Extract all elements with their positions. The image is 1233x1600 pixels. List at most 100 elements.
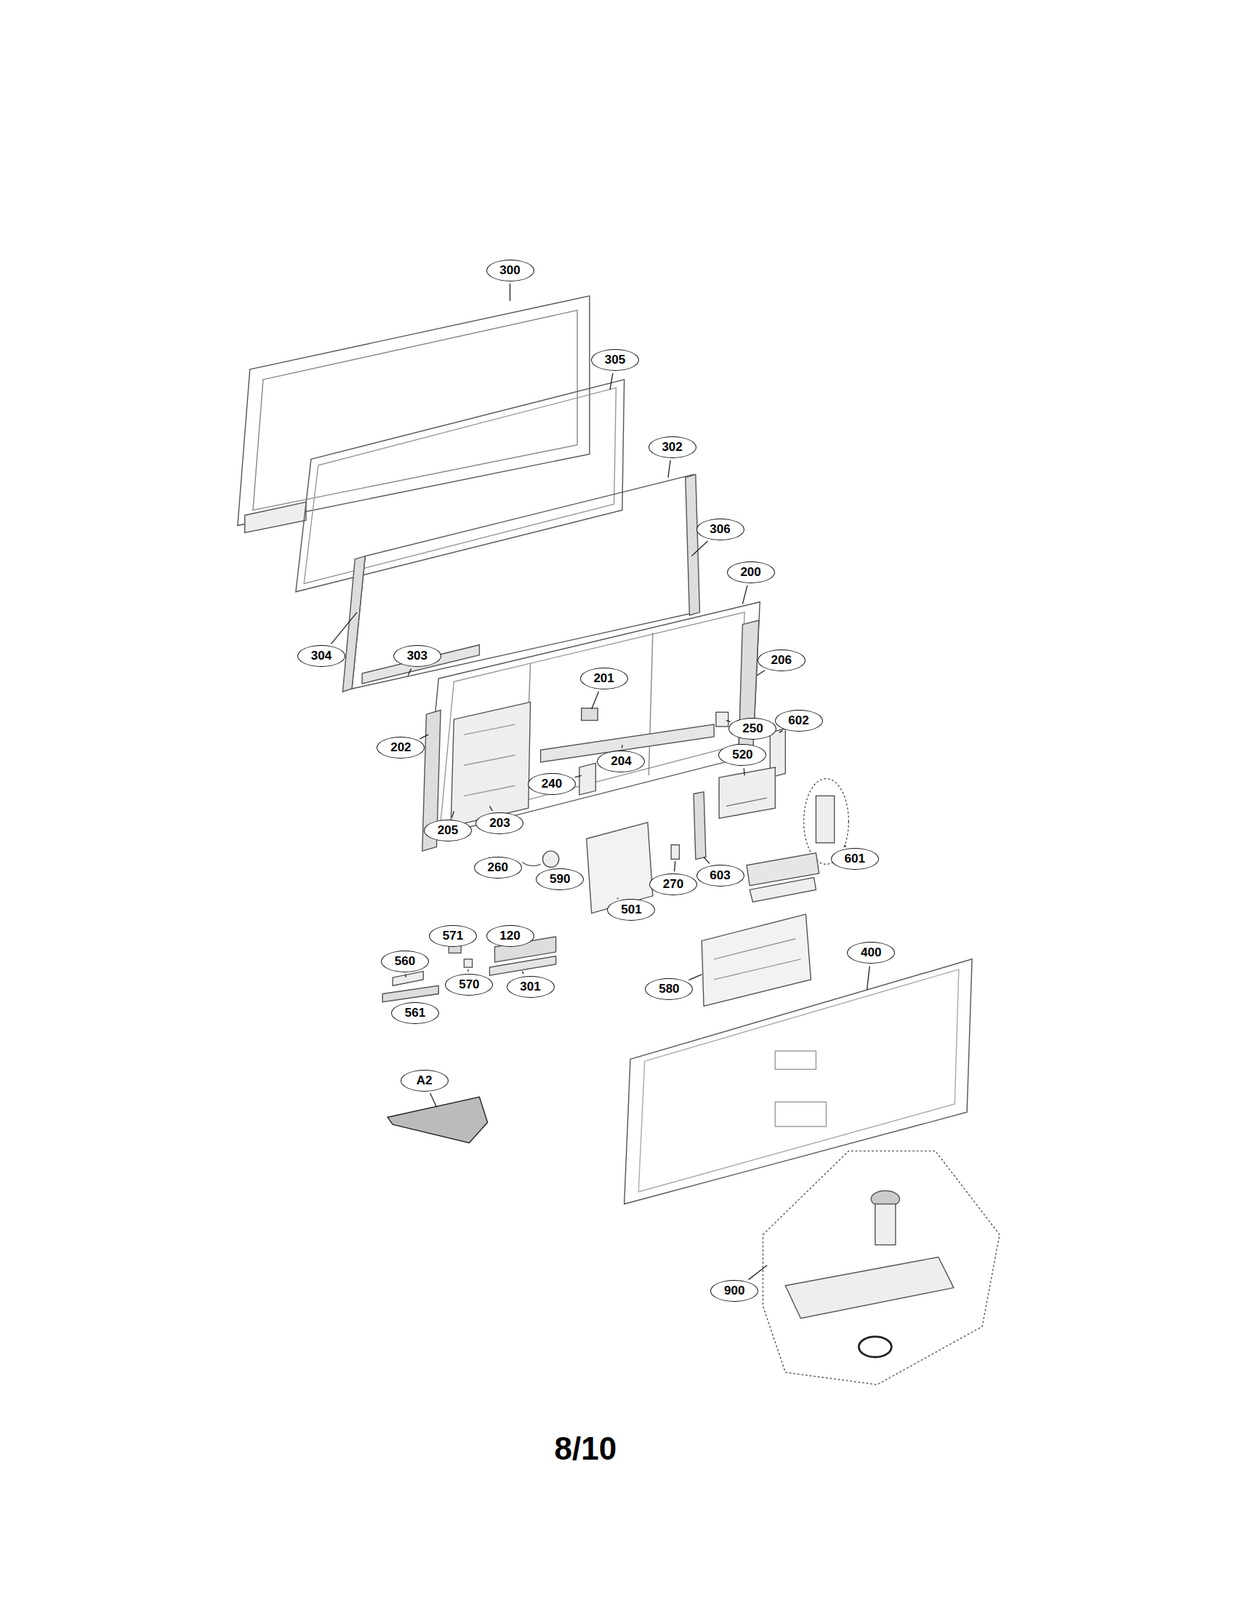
callout-number: 304: [297, 644, 346, 667]
stand-ring: [858, 1336, 892, 1357]
callout-number: 240: [527, 772, 576, 795]
leader-line: [743, 767, 745, 775]
leader-line: [668, 459, 671, 477]
callout-number: 305: [591, 348, 640, 371]
board-560: [392, 971, 424, 986]
stand-group: [762, 1150, 999, 1385]
callout-number: 400: [846, 941, 895, 964]
leader-line: [703, 857, 710, 864]
glass-panel: [295, 379, 625, 592]
cover-detail: [774, 1101, 826, 1127]
leader-line: [748, 1264, 767, 1280]
small-part: [463, 958, 472, 967]
callout-number: 120: [486, 924, 535, 947]
callout-number: 602: [774, 709, 823, 732]
leader-line: [331, 612, 358, 645]
callout-number: 204: [596, 750, 645, 773]
power-board: [701, 913, 811, 1006]
callout-number: 303: [393, 644, 442, 667]
callout-number: 205: [423, 819, 472, 842]
bezel-stand-tab: [245, 501, 307, 533]
leader-line: [726, 720, 731, 722]
callout-number: 206: [757, 649, 806, 672]
leader-line: [691, 540, 708, 557]
leader-line: [407, 668, 411, 676]
leader-line: [844, 844, 847, 847]
callout-number: 580: [644, 977, 693, 1000]
board-detail: [713, 938, 796, 959]
tv-parts: [237, 295, 1000, 1385]
back-cover-inner: [638, 969, 959, 1192]
callout-number: 300: [486, 259, 535, 282]
leader-line: [419, 734, 429, 739]
callout-number: A2: [400, 1069, 449, 1092]
leader-line: [430, 1092, 437, 1107]
board-520: [719, 766, 775, 818]
board-detail: [463, 724, 515, 735]
board-detail: [463, 754, 515, 765]
leader-line: [489, 805, 493, 811]
callout-number: 520: [718, 743, 767, 766]
leader-line: [674, 860, 676, 871]
callout-number: 571: [428, 924, 477, 947]
stand-column: [875, 1203, 896, 1245]
leader-line: [412, 998, 414, 1001]
cover-detail: [774, 1050, 816, 1069]
leader-line: [756, 670, 765, 676]
callout-number: 250: [728, 717, 777, 740]
small-part: [716, 711, 729, 727]
board-detail: [726, 797, 767, 806]
callout-number: 603: [696, 864, 745, 887]
callout-number: 900: [710, 1279, 759, 1302]
ring-590: [542, 850, 559, 867]
callout-number: 301: [506, 975, 555, 998]
main-board-area: [450, 701, 530, 826]
callout-number: 202: [376, 736, 425, 759]
leader-line: [591, 691, 600, 709]
leader-line: [509, 283, 511, 301]
leader-line: [404, 974, 407, 978]
leader-line: [467, 969, 469, 972]
page-number: 8/10: [554, 1430, 618, 1467]
callout-number: 561: [391, 1001, 440, 1024]
callout-number: 270: [649, 873, 698, 895]
callout-number: 560: [380, 950, 429, 973]
cable-260: [521, 862, 541, 866]
back-cover: [624, 958, 973, 1204]
callout-number: 501: [607, 898, 656, 921]
leader-line: [621, 744, 624, 748]
small-block: [581, 708, 598, 721]
lcd-strip-right: [685, 474, 701, 616]
lcd-strip-left: [342, 556, 365, 693]
callout-number: 601: [830, 847, 879, 870]
callout-number: 590: [535, 868, 584, 890]
callout-number: 200: [727, 561, 775, 584]
small-bracket: [579, 762, 596, 794]
remote-control: [387, 1096, 488, 1143]
bar-603: [693, 791, 706, 860]
detail-board: [815, 795, 834, 843]
bar-301: [489, 956, 556, 976]
chassis-rib: [648, 632, 653, 775]
callout-number: 302: [648, 436, 697, 459]
callout-number: 570: [444, 973, 493, 996]
leader-line: [779, 730, 783, 733]
lcd-module: [351, 474, 697, 689]
leader-line: [742, 585, 748, 605]
callout-number: 306: [696, 518, 745, 541]
leader-line: [521, 971, 524, 975]
chassis-frame: [423, 601, 760, 839]
speaker: [749, 877, 816, 903]
callout-number: 203: [475, 812, 524, 834]
leader-line: [452, 810, 455, 818]
small-part: [671, 844, 680, 860]
lcd-strip-bottom: [362, 644, 480, 684]
glass-inner: [303, 387, 616, 584]
bar-561: [382, 985, 439, 1002]
stand-base: [785, 1256, 954, 1318]
board-detail: [463, 785, 515, 796]
callout-number: 260: [474, 856, 522, 879]
